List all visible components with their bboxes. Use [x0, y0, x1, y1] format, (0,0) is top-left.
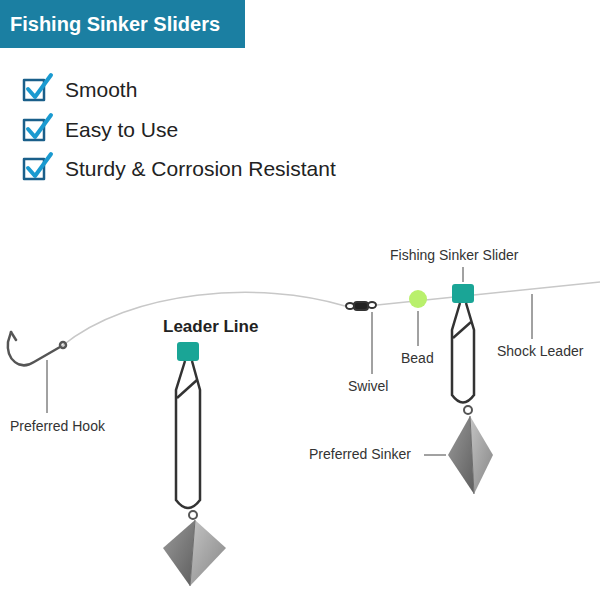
title-banner: [0, 0, 245, 48]
feature-item: Smooth: [65, 77, 137, 102]
right-slider-rig: [448, 284, 493, 494]
hook-symbol: [8, 332, 66, 365]
part-label: Leader Line: [163, 317, 258, 337]
part-label: Fishing Sinker Slider: [390, 247, 518, 264]
bead-symbol: [409, 290, 427, 308]
callout-lines: [47, 267, 532, 455]
part-label: Bead: [401, 350, 434, 367]
title-text: Fishing Sinker Sliders: [10, 12, 220, 36]
feature-item: Easy to Use: [65, 117, 178, 142]
feature-item: Sturdy & Corrosion Resistant: [65, 156, 336, 181]
part-label: Shock Leader: [497, 343, 583, 360]
part-label: Preferred Hook: [10, 418, 105, 435]
swivel-symbol: [346, 302, 376, 310]
part-label: Swivel: [348, 378, 388, 395]
checkbox-icons: [24, 75, 51, 179]
leader-line: [62, 292, 345, 346]
left-slider-rig: [163, 342, 226, 586]
part-label: Preferred Sinker: [309, 446, 411, 463]
